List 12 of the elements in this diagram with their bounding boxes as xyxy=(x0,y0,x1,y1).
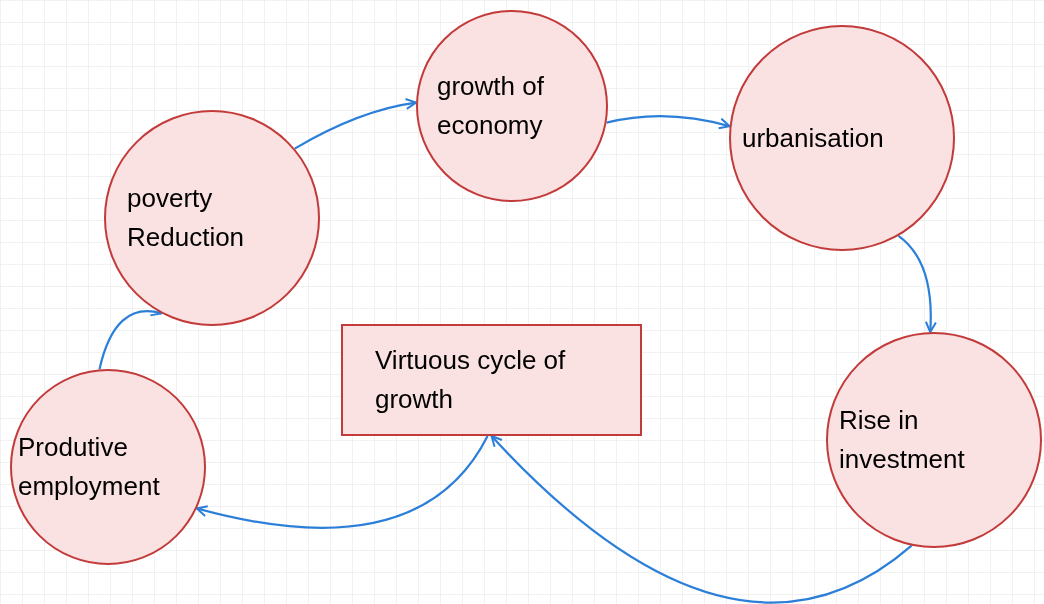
node-label: poverty Reduction xyxy=(127,182,246,254)
node-label: Produtive employment xyxy=(18,431,161,503)
curved-arrow xyxy=(606,115,731,130)
curved-arrow xyxy=(294,98,418,150)
curved-arrow xyxy=(490,435,913,604)
node-label: Rise in investment xyxy=(839,404,966,476)
curved-arrow xyxy=(897,235,937,334)
title-box xyxy=(341,324,642,436)
node-label: growth of economy xyxy=(437,70,545,142)
node-label: urbanisation xyxy=(742,121,885,155)
curved-arrow xyxy=(195,435,489,529)
node-label: Virtuous cycle of growth xyxy=(375,344,567,416)
